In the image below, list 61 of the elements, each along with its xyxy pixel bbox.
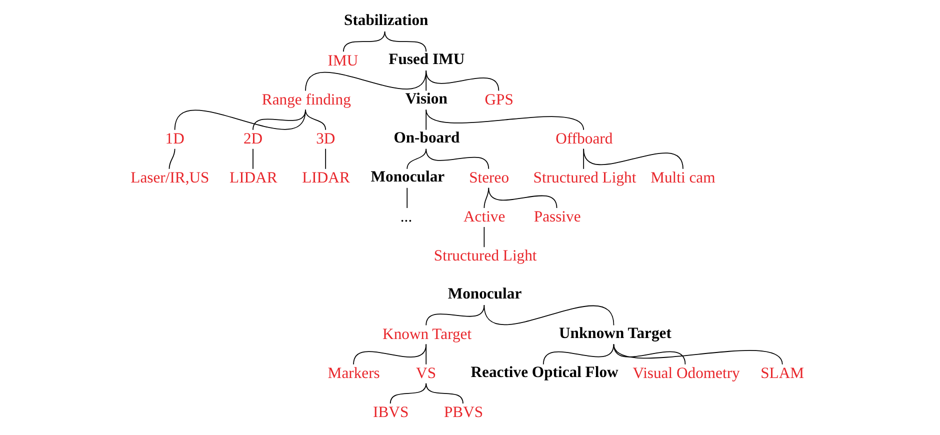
node-text: Structured Light xyxy=(433,248,536,265)
connector xyxy=(342,31,385,52)
connector xyxy=(174,109,306,130)
node-text: GPS xyxy=(484,91,513,108)
node-text: Vision xyxy=(404,90,447,108)
node-text: Stabilization xyxy=(344,12,428,30)
connector xyxy=(406,187,408,208)
node-text: Active xyxy=(463,208,505,226)
node-text: Passive xyxy=(533,208,580,226)
connector xyxy=(425,109,584,130)
node-text: On-board xyxy=(393,129,460,146)
node-text: Monocular xyxy=(447,286,522,303)
node-text: Range finding xyxy=(261,91,350,108)
node-text: 2D xyxy=(243,130,262,148)
node-text: IBVS xyxy=(372,404,408,422)
node-text: LIDAR xyxy=(229,170,277,187)
connector xyxy=(425,382,463,404)
connector xyxy=(483,187,489,208)
connector xyxy=(352,344,426,365)
node-text: PBVS xyxy=(443,404,483,422)
node-text: Offboard xyxy=(555,130,612,148)
connector xyxy=(425,70,499,92)
node-text: Stereo xyxy=(468,170,509,187)
node-text: Unknown Target xyxy=(558,324,671,342)
node-text: Known Target xyxy=(382,326,472,343)
connector xyxy=(252,109,306,130)
connector xyxy=(168,148,175,170)
connector xyxy=(425,304,484,326)
connector xyxy=(406,148,426,170)
connector xyxy=(384,31,426,52)
node-text: Laser/IR,US xyxy=(130,170,209,187)
node-text: Fused IMU xyxy=(388,51,464,68)
node-text: Markers xyxy=(327,364,380,382)
node-text: 3D xyxy=(316,130,335,148)
connector xyxy=(425,70,426,92)
connector xyxy=(389,382,426,404)
node-text: Structured Light xyxy=(532,170,636,187)
connector xyxy=(582,148,584,170)
connector xyxy=(324,148,326,170)
connector xyxy=(542,344,614,365)
connector xyxy=(582,148,683,170)
connector xyxy=(252,148,253,170)
node-text: Monocular xyxy=(370,168,444,186)
node-text: Reactive Optical Flow xyxy=(470,364,618,381)
node-text: SLAM xyxy=(760,364,804,382)
node-text: 1D xyxy=(164,130,184,148)
connector xyxy=(425,344,426,365)
node-text: Multi cam xyxy=(650,170,715,187)
connector xyxy=(612,344,782,365)
connector xyxy=(483,226,484,248)
connector xyxy=(304,70,426,92)
node-text: VS xyxy=(416,364,436,382)
node-text: ... xyxy=(400,208,412,226)
connector xyxy=(483,304,614,326)
node-text: LIDAR xyxy=(302,170,350,187)
connector xyxy=(488,187,557,208)
node-text: Visual Odometry xyxy=(632,364,740,382)
connector xyxy=(304,109,326,130)
node-text: IMU xyxy=(327,52,358,70)
connector xyxy=(425,148,489,170)
connector xyxy=(425,109,426,130)
